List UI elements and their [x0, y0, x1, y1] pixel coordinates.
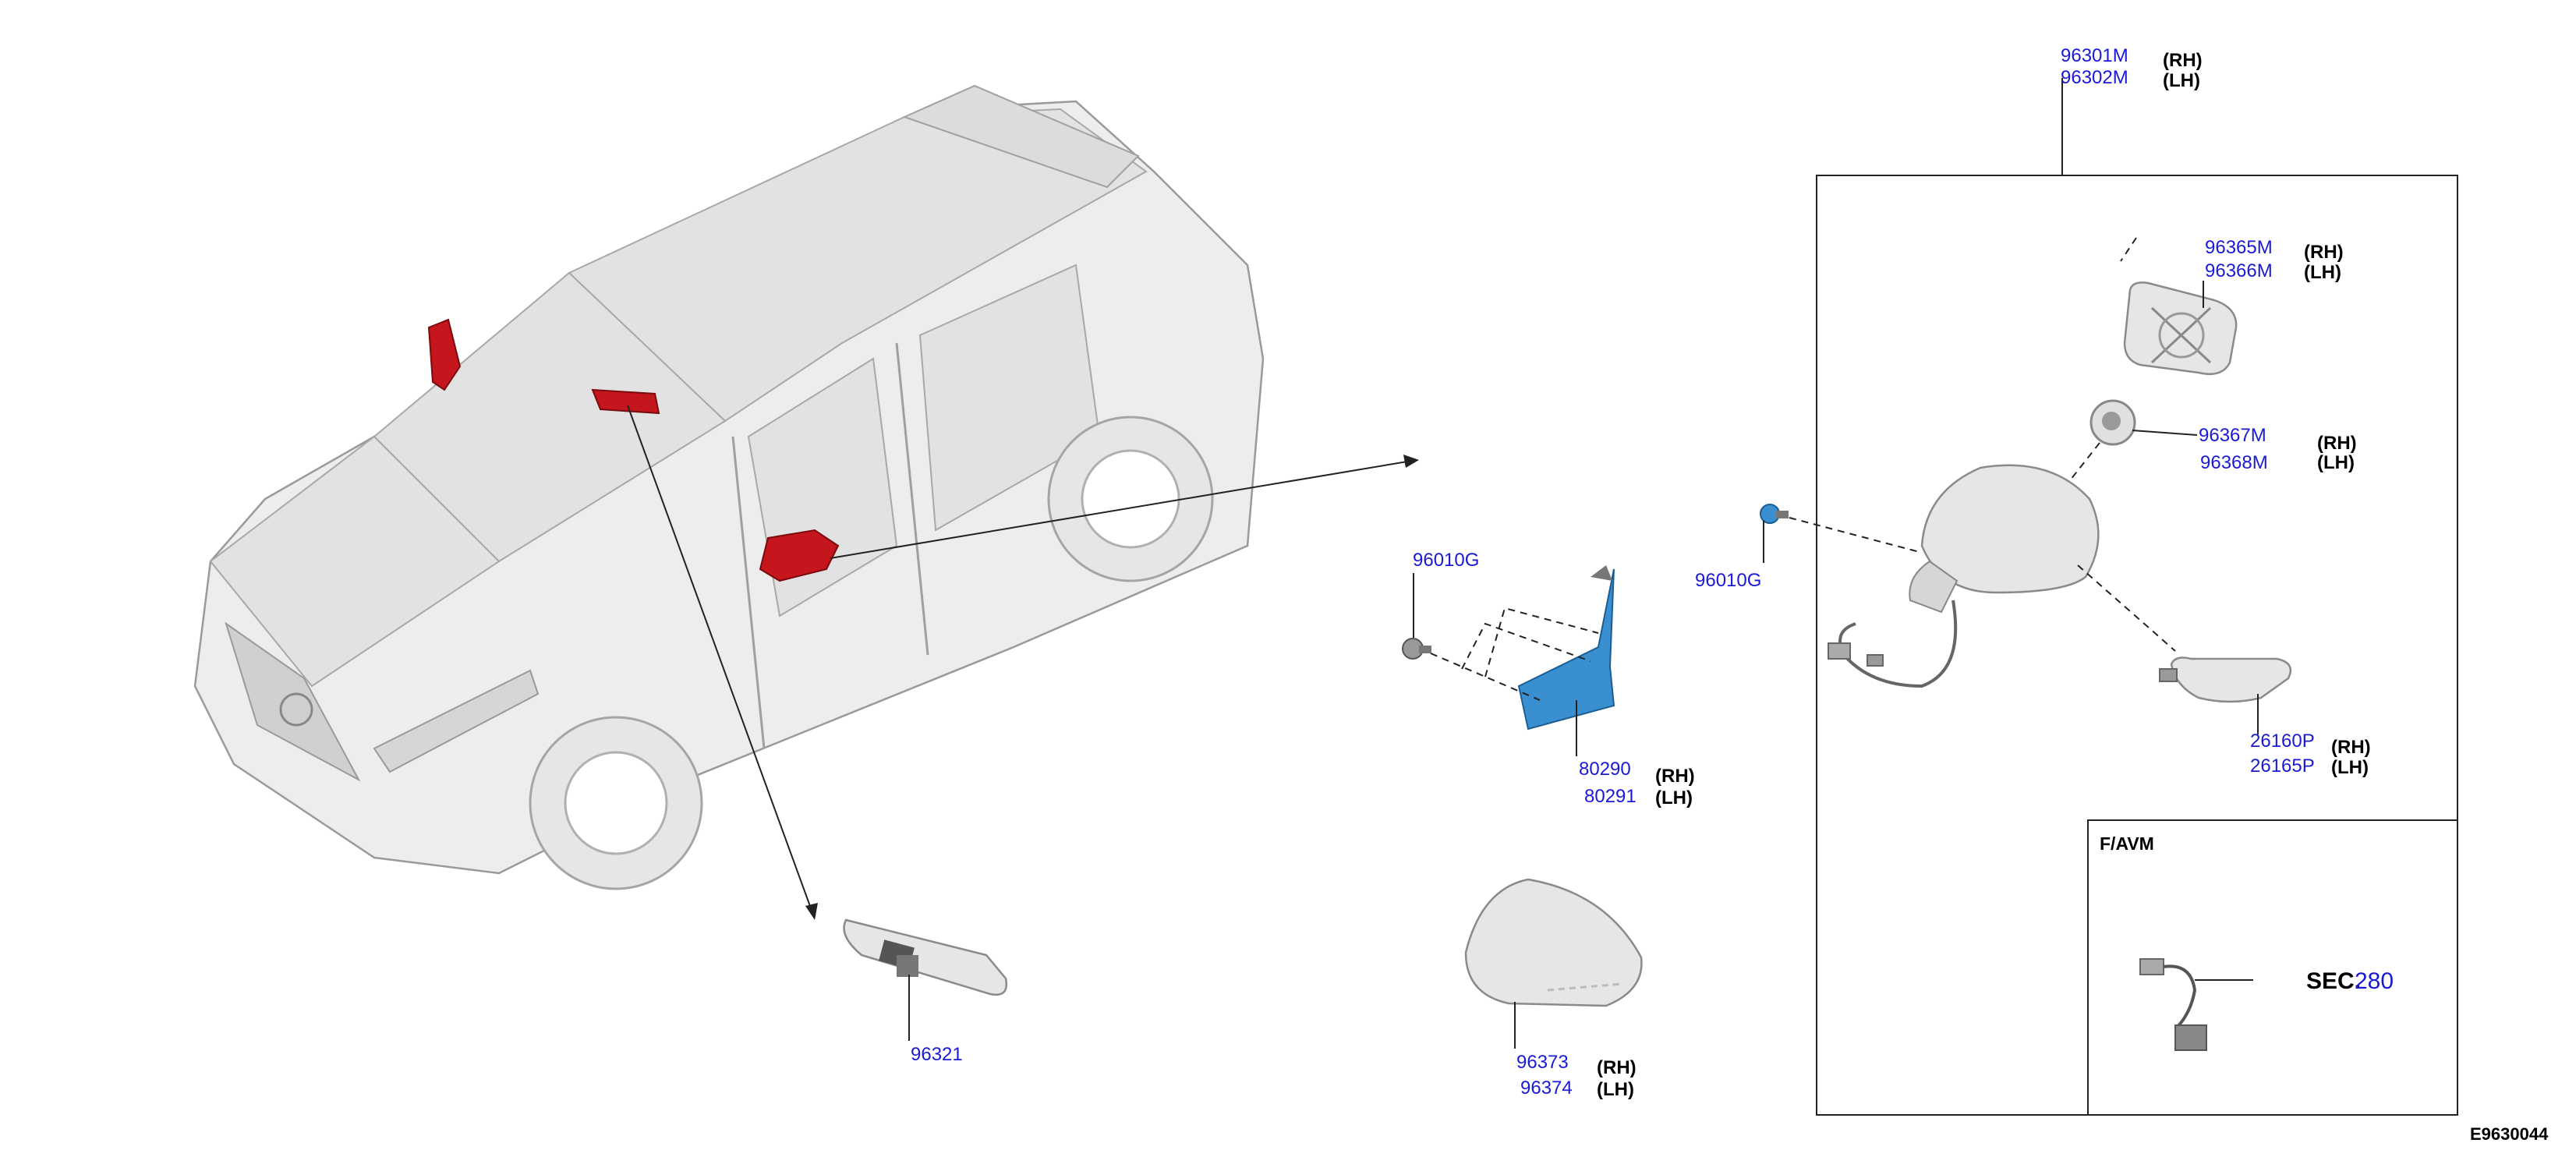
lh-label: (LH) — [2331, 757, 2369, 778]
mirror-base-gasket — [1517, 565, 1615, 731]
part-number-96010G-left[interactable]: 96010G — [1413, 550, 1479, 571]
vehicle-illustration — [193, 84, 1265, 890]
interior-mirror-highlight — [591, 388, 660, 415]
figure-id: E9630044 — [2470, 1124, 2549, 1144]
rh-label: (RH) — [2304, 242, 2344, 263]
interior-rear-view-mirror — [843, 918, 1008, 996]
door-mirror-assembly — [1828, 464, 2100, 688]
part-number-96368M[interactable]: 96368M — [2200, 452, 2268, 473]
part-number-96374[interactable]: 96374 — [1520, 1077, 1573, 1099]
part-number-96301M[interactable]: 96301M — [2061, 45, 2128, 66]
part-number-96366M[interactable]: 96366M — [2205, 260, 2273, 281]
part-number-96367M[interactable]: 96367M — [2199, 425, 2266, 446]
part-number-26160P[interactable]: 26160P — [2250, 731, 2315, 752]
favm-sub-box — [2087, 819, 2458, 1116]
part-number-96321[interactable]: 96321 — [911, 1044, 963, 1065]
lh-label: (LH) — [1597, 1079, 1634, 1100]
part-number-96010G-right[interactable]: 96010G — [1695, 570, 1761, 591]
left-door-mirror-highlight — [427, 318, 462, 391]
rh-label: (RH) — [2163, 50, 2203, 71]
rh-label: (RH) — [1655, 766, 1695, 787]
mirror-actuator — [2089, 399, 2136, 446]
rh-label: (RH) — [2331, 737, 2371, 758]
mirror-cover — [1464, 878, 1643, 1007]
right-door-mirror-highlight — [759, 529, 840, 582]
favm-camera-harness — [2139, 958, 2207, 1051]
turn-signal-lamp — [2159, 656, 2292, 703]
rh-label: (RH) — [2317, 433, 2357, 454]
part-number-96373[interactable]: 96373 — [1516, 1052, 1569, 1073]
part-number-80291[interactable]: 80291 — [1584, 786, 1637, 807]
lh-label: (LH) — [2304, 262, 2341, 283]
mirror-clip-right — [1760, 504, 1789, 524]
part-number-96365M[interactable]: 96365M — [2205, 237, 2273, 258]
favm-label: F/AVM — [2100, 833, 2154, 854]
mirror-glass — [2123, 281, 2238, 376]
lh-label: (LH) — [2163, 70, 2200, 91]
part-number-80290[interactable]: 80290 — [1579, 759, 1631, 780]
lh-label: (LH) — [2317, 452, 2355, 473]
lh-label: (LH) — [1655, 787, 1693, 808]
part-number-96302M[interactable]: 96302M — [2061, 67, 2128, 88]
part-number-26165P[interactable]: 26165P — [2250, 755, 2315, 777]
sec-number-280[interactable]: 280 — [2355, 968, 2394, 994]
mirror-clip-left — [1402, 638, 1431, 660]
sec-label: SEC. — [2306, 968, 2361, 994]
rh-label: (RH) — [1597, 1057, 1637, 1078]
